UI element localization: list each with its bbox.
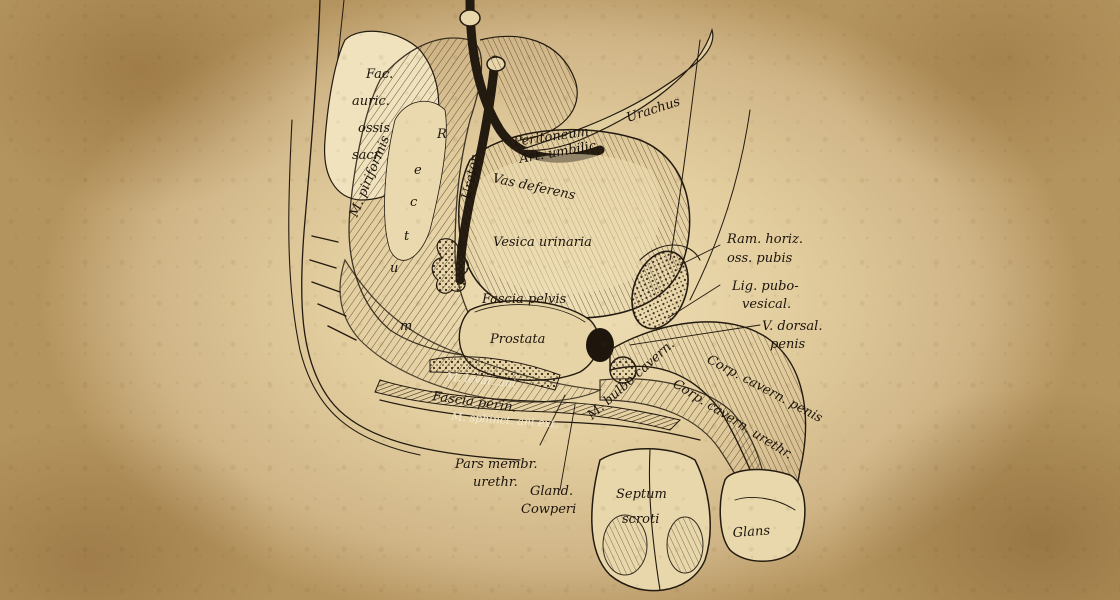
dorsal-vein-section [609,356,637,384]
label-pars-membr: Pars membr. [454,457,538,472]
label-v-dorsal: V. dorsal. [762,319,822,334]
label-lig-pubo: Lig. pubo- [731,279,799,294]
perineal-bands [374,379,681,431]
label-rectum-e: e [414,163,422,178]
label-m-sphinct: M. sphinct. ani ext. [450,410,559,431]
label-rectum-t: t [404,229,410,244]
seminal-vesicle [431,238,469,294]
glans [719,468,806,562]
label-prostata: Prostata [489,332,545,347]
label-gland: Gland. [530,484,573,499]
label-oss-pubis: oss. pubis [727,251,793,266]
label-septum: Septum [616,487,667,502]
label-rectum-m: m [400,319,412,334]
label-fac: Fac. [365,67,393,82]
label-vesical: vesical. [742,297,791,312]
label-fascia-pelvis: Fascia pelvis [481,292,567,307]
label-urethr: urethr. [473,475,518,490]
label-ossis: ossis [358,121,390,136]
label-vesica-urinaria: Vesica urinaria [493,235,592,250]
label-rectum-c: c [410,195,418,210]
rectum-highlight [384,101,447,261]
leader-lines [539,244,761,491]
label-cowperi: Cowperi [521,502,576,517]
label-penis: penis [770,337,806,352]
levator-ani [339,258,603,403]
label-scroti: scroti [622,512,659,527]
urethral-lumen [586,328,614,362]
label-rectum-u: u [390,261,398,276]
label-glans: Glans [732,523,771,541]
label-ram-horiz: Ram. horiz. [726,232,803,247]
label-auric: auric. [352,94,390,109]
label-sacr: sacr. [352,148,383,163]
pubic-symphysis [631,244,701,330]
label-rectum-r: R [436,127,447,142]
